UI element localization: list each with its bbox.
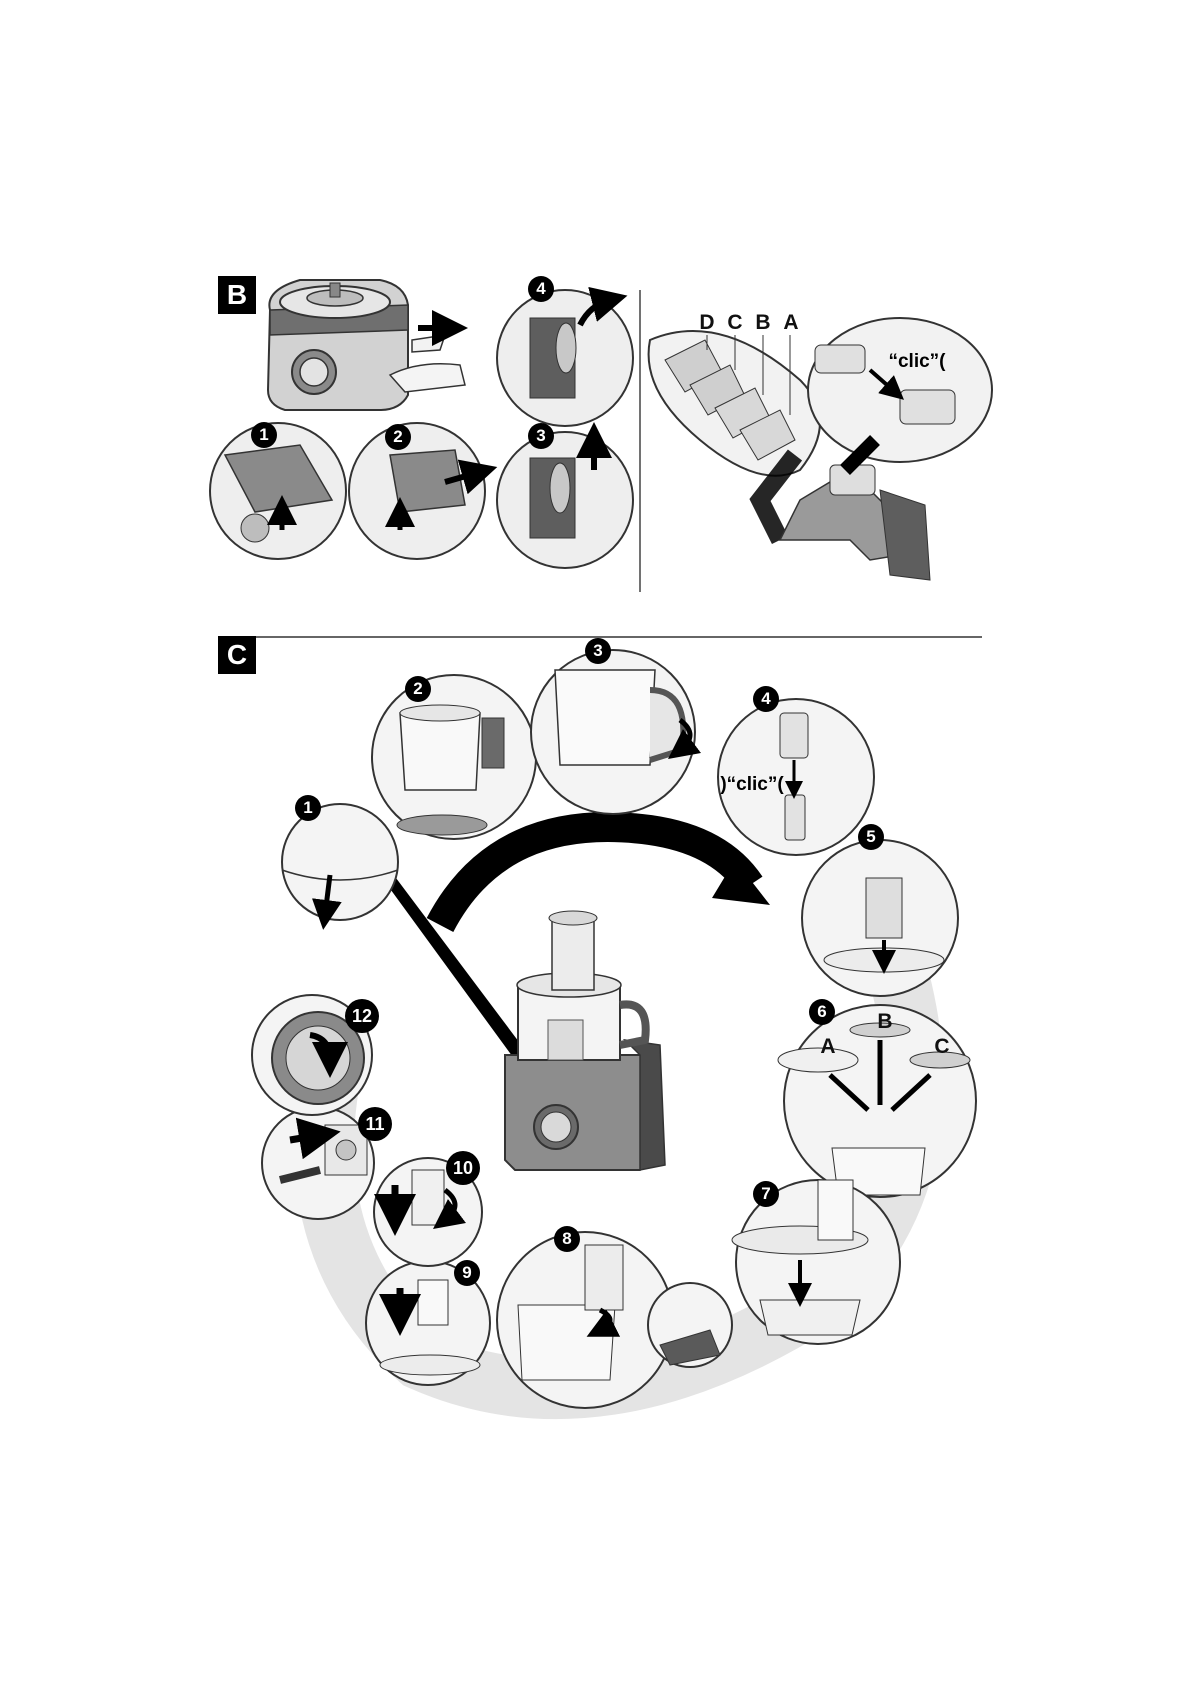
step-b2-circle [348, 422, 498, 560]
step-c4-badge: 4 [753, 686, 779, 712]
step-c8-circle [496, 1231, 733, 1409]
section-b-label: B [218, 276, 256, 314]
disc-label-c: C [727, 311, 743, 334]
step-c6-circle [777, 1004, 977, 1198]
disc-inset [647, 330, 821, 477]
step-c3-circle [530, 649, 702, 815]
section-c-label: C [218, 636, 256, 674]
section-b-illustrations [209, 279, 993, 592]
step-c10-badge: 10 [446, 1151, 480, 1185]
step-c2-badge: 2 [405, 676, 431, 702]
step-c11-circle [261, 1106, 375, 1220]
step-c11-badge: 11 [358, 1107, 392, 1141]
step-b1-circle [209, 422, 347, 560]
section-c-illustrations [251, 649, 977, 1420]
step-c8-badge: 8 [554, 1226, 580, 1252]
step-b2-badge: 2 [385, 424, 411, 450]
step-b3-badge: 3 [528, 423, 554, 449]
disc-label-d: D [699, 311, 715, 334]
step-c7-badge: 7 [753, 1181, 779, 1207]
food-processor-assembled [504, 910, 666, 1171]
clic-label-b: “clic”( [888, 351, 946, 372]
tool-label-c: C [934, 1035, 950, 1058]
disc-label-a: A [783, 311, 799, 334]
step-c12-badge: 12 [345, 999, 379, 1033]
step-c5-badge: 5 [858, 824, 884, 850]
step-b4-circle [496, 286, 634, 427]
step-c1-circle [281, 803, 399, 930]
step-c9-circle [365, 1260, 491, 1386]
step-c5-circle [801, 839, 959, 997]
tool-label-b: B [877, 1010, 893, 1033]
step-c7-circle [731, 1179, 901, 1345]
step-c9-badge: 9 [454, 1260, 480, 1286]
step-c6-badge: 6 [809, 999, 835, 1025]
clic-label-c: )“clic”( [720, 774, 784, 795]
step-c3-badge: 3 [585, 638, 611, 664]
tool-label-a: A [820, 1035, 836, 1058]
step-c4-circle [717, 698, 875, 856]
shaft-inset [807, 317, 993, 463]
step-c1-badge: 1 [295, 795, 321, 821]
step-b1-badge: 1 [251, 422, 277, 448]
food-processor-base-drawing [266, 279, 468, 411]
step-b4-badge: 4 [528, 276, 554, 302]
disc-label-b: B [755, 311, 771, 334]
disc-holder-drawing [749, 435, 931, 581]
step-c10-circle [373, 1157, 483, 1267]
step-b3-circle [496, 422, 634, 569]
step-c12-circle [251, 994, 373, 1116]
step-c2-circle [371, 674, 537, 840]
